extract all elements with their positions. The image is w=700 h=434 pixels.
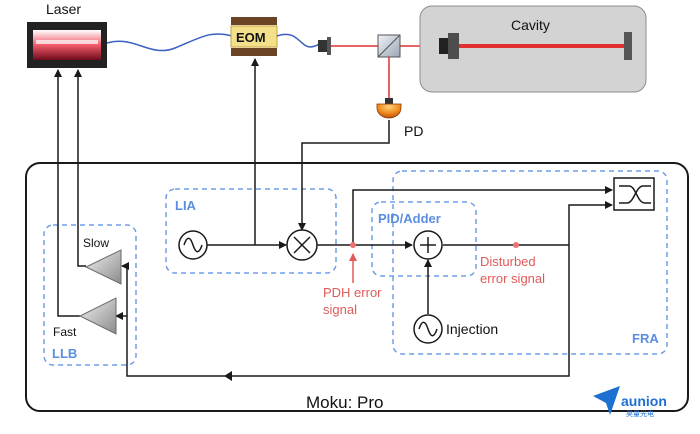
fra-analyzer <box>613 177 655 211</box>
fra-label: FRA <box>632 331 659 346</box>
pdh-error-point <box>350 242 356 248</box>
lia-module-box <box>165 188 337 274</box>
watermark-sub: 昊量光电 <box>626 409 654 418</box>
return-arrowhead <box>224 371 232 381</box>
disturbed-label-line1: Disturbed <box>480 254 536 269</box>
fra-module-box <box>392 170 668 355</box>
disturbed-tap-to-fra-line <box>568 201 613 245</box>
cavity-box <box>419 5 647 93</box>
beam-splitter <box>377 34 401 58</box>
slow-amplifier <box>84 249 122 285</box>
pdh-label-line2: signal <box>323 302 357 317</box>
slow-label: Slow <box>83 236 109 250</box>
llb-module-box <box>43 224 137 366</box>
injection-oscillator <box>413 314 443 344</box>
pdh-label-line1: PDH error <box>323 285 382 300</box>
watermark-logo: aunion 昊量光电 <box>593 386 667 418</box>
disturbed-error-point <box>513 242 519 248</box>
fast-feedback-line <box>54 69 80 317</box>
disturbed-label-line2: error signal <box>480 271 545 286</box>
eom-label: EOM <box>236 30 266 45</box>
moku-pro-box <box>25 162 689 412</box>
lia-label: LIA <box>175 198 197 213</box>
signal-lines <box>54 58 613 377</box>
cavity-mirror-left <box>439 33 459 59</box>
return-to-llb-line <box>121 245 570 377</box>
photodetector <box>376 98 402 119</box>
slow-feedback-line <box>74 69 86 267</box>
eom <box>230 17 278 56</box>
llb-label: LLB <box>52 346 77 361</box>
lia-mixer <box>286 229 318 261</box>
fast-amplifier <box>78 297 117 335</box>
pdh-tap-to-fra-line <box>352 186 613 245</box>
pid-adder <box>413 230 443 260</box>
collimator <box>318 37 331 55</box>
cavity-mirror-right <box>624 32 632 60</box>
cavity-label: Cavity <box>511 17 550 33</box>
pd-to-mixer-line <box>298 120 390 231</box>
pid-module-box <box>371 201 477 277</box>
fast-label: Fast <box>53 325 77 339</box>
watermark-name: aunion <box>621 393 667 409</box>
laser-label: Laser <box>46 1 81 17</box>
lia-oscillator <box>178 230 208 260</box>
fiber-laser-eom <box>106 33 233 52</box>
pd-label: PD <box>404 123 423 139</box>
pid-label: PID/Adder <box>378 211 441 226</box>
injection-label: Injection <box>446 321 498 337</box>
fiber-eom-collimator <box>276 33 323 48</box>
device-label: Moku: Pro <box>306 393 383 412</box>
laser <box>27 22 107 68</box>
